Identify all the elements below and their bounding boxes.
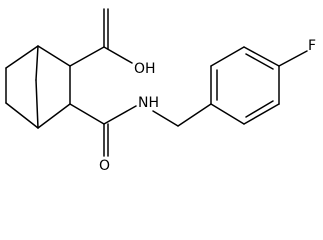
bond xyxy=(245,100,274,118)
bond xyxy=(210,46,245,67)
bond xyxy=(69,46,105,67)
bond xyxy=(278,50,308,67)
bond xyxy=(35,45,39,81)
bond xyxy=(69,103,105,125)
bond xyxy=(103,46,133,64)
carbonyl-oxygen-label: O xyxy=(99,158,110,174)
bond xyxy=(5,45,39,69)
bond xyxy=(210,103,245,125)
bond xyxy=(5,102,39,129)
bond xyxy=(103,105,137,125)
bond xyxy=(37,45,71,67)
carboxylic-acid-group: OH xyxy=(69,8,156,77)
fluorine-label: F xyxy=(308,38,316,54)
bond xyxy=(37,103,71,129)
bond xyxy=(177,103,212,127)
bond xyxy=(243,46,280,67)
bicyclooctane-ring xyxy=(5,45,71,129)
bond xyxy=(35,79,39,129)
hydroxyl-label: OH xyxy=(134,61,156,77)
bond xyxy=(152,110,179,127)
bond xyxy=(245,53,274,70)
chemical-structure: OH O NH F xyxy=(5,8,316,174)
fluorophenyl-ring: F xyxy=(210,38,316,125)
amine-label: NH xyxy=(138,95,159,111)
amide-group: O NH xyxy=(69,95,212,174)
bond xyxy=(243,103,280,125)
